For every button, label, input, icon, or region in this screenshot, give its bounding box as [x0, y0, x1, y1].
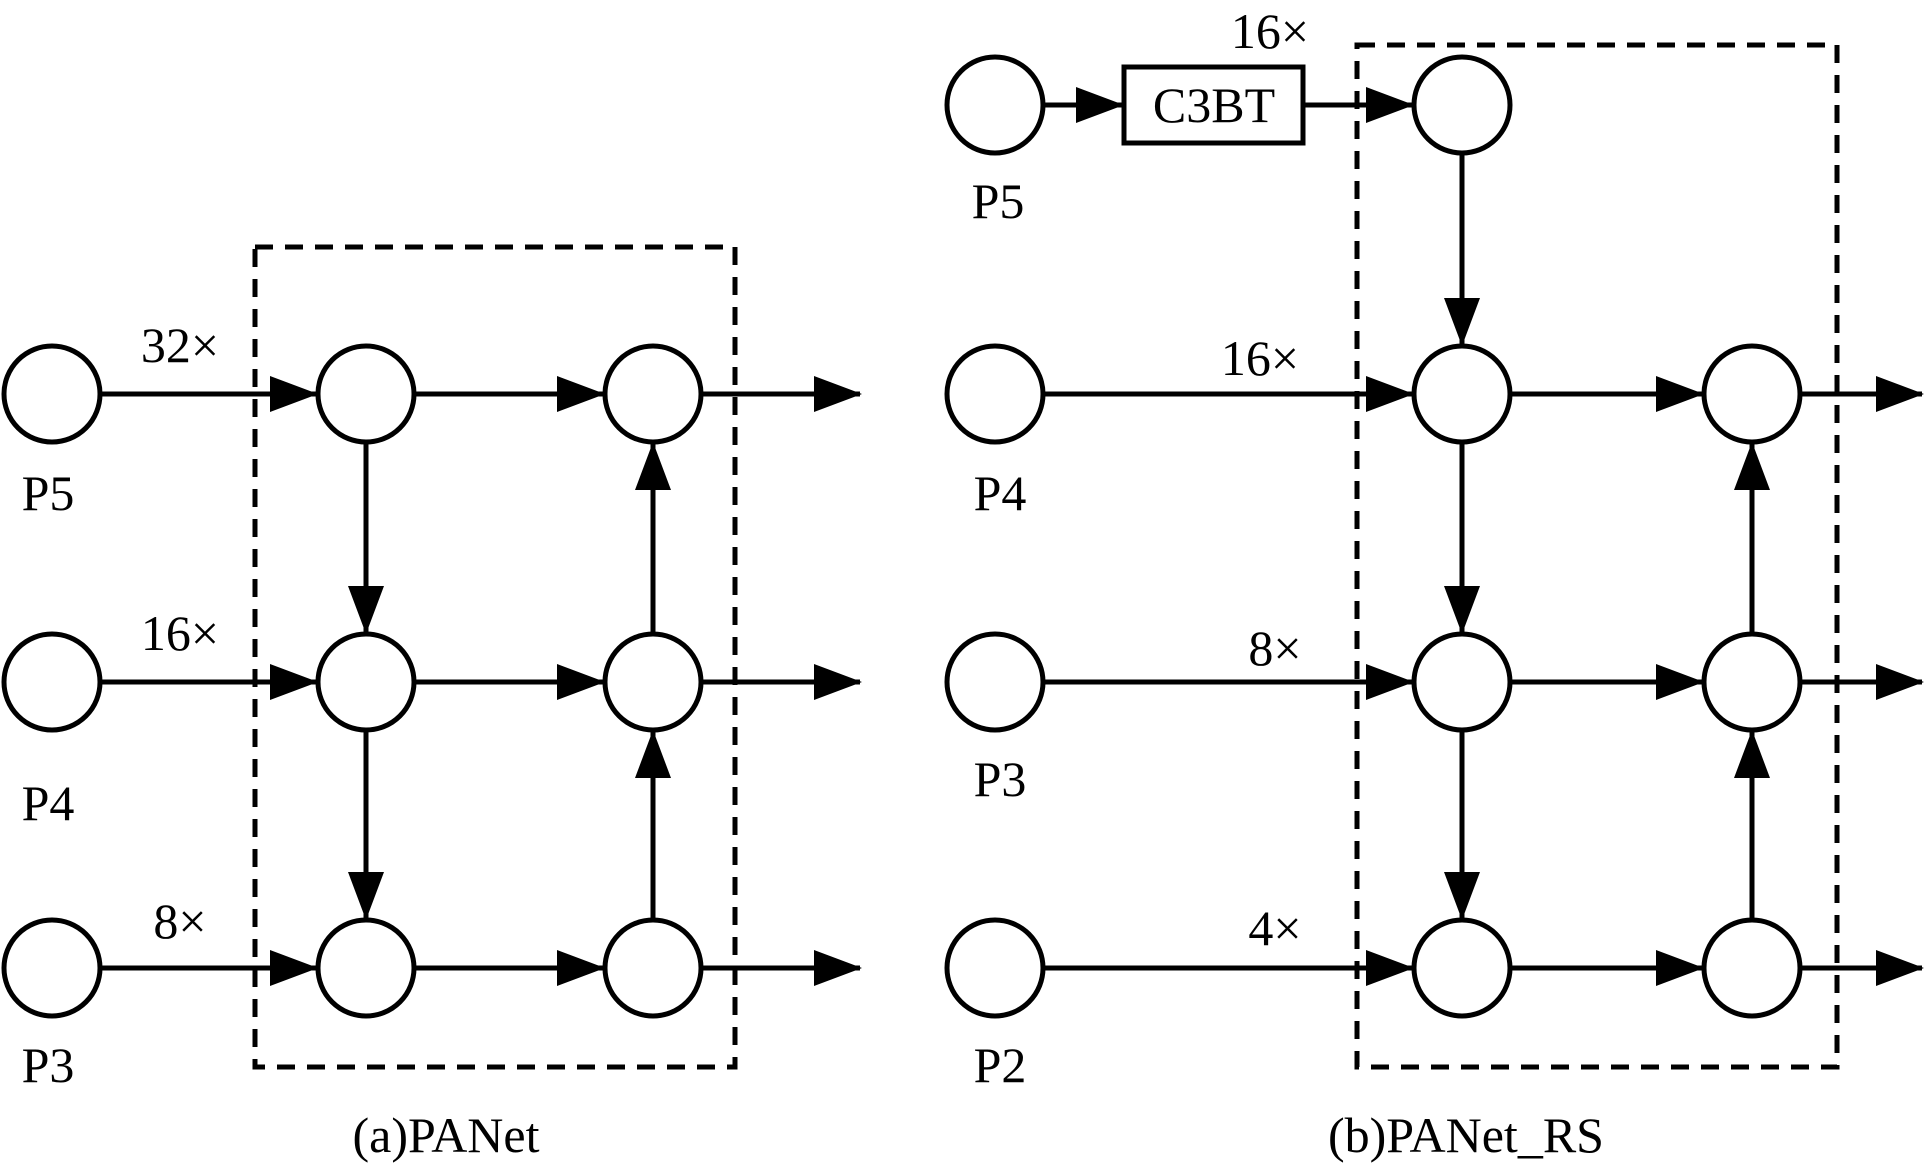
- panel-a-input-label-p4: P4: [22, 775, 75, 831]
- panel-a-bottomup-node-2: [602, 631, 704, 733]
- panel-b-topdown-node-3: [1411, 917, 1513, 1019]
- panel-b-topdown-node-1: [1411, 343, 1513, 445]
- panel-a-scale-label-p5: 32×: [141, 317, 219, 373]
- panel-b-scale-label-p2: 4×: [1248, 900, 1301, 956]
- panel-b-input-label-p4: P4: [974, 465, 1027, 521]
- panel-a-bottomup-node-3: [602, 917, 704, 1019]
- panel-b-bottomup-node-2: [1701, 631, 1803, 733]
- panel-a-input-label-p5: P5: [22, 465, 75, 521]
- panel-b-topdown-node-2: [1411, 631, 1513, 733]
- panel-b-caption: (b)PANet_RS: [1328, 1107, 1604, 1163]
- panel-a-dashed-box: [252, 244, 738, 1070]
- panel-a-topdown-node-1: [315, 343, 417, 445]
- panel-a-input-label-p3: P3: [22, 1037, 75, 1093]
- panel-b-top-scale-label: 16×: [1231, 3, 1309, 59]
- panel-b-input-p5-node: [944, 54, 1046, 156]
- panel-b-labels: 16× C3BT P5 16× 8× 4× P4 P3 P2 (b)PANet_…: [972, 3, 1604, 1163]
- panel-b-c3bt-label: C3BT: [1153, 77, 1275, 133]
- panel-a-labels: 32× 16× 8× P5 P4 P3 (a)PANet: [22, 317, 540, 1163]
- panel-b-input-label-p3: P3: [974, 751, 1027, 807]
- panel-b-input-label-p2: P2: [974, 1037, 1027, 1093]
- panel-a-scale-label-p3: 8×: [153, 893, 206, 949]
- panel-b-dashed-box: [1354, 42, 1840, 1070]
- panel-a-input-p4-node: [1, 631, 103, 733]
- panel-b: [944, 42, 1924, 1070]
- panel-a: [1, 244, 862, 1070]
- panel-b-input-p4-node: [944, 343, 1046, 445]
- panel-a-bottomup-node-1: [602, 343, 704, 445]
- panel-b-top-node: [1411, 54, 1513, 156]
- panel-a-input-p3-node: [1, 917, 103, 1019]
- panel-b-scale-label-p3: 8×: [1248, 620, 1301, 676]
- panel-a-topdown-node-2: [315, 631, 417, 733]
- panel-b-input-p2-node: [944, 917, 1046, 1019]
- panel-b-top-input-label: P5: [972, 173, 1025, 229]
- panel-a-topdown-node-3: [315, 917, 417, 1019]
- panel-b-bottomup-node-1: [1701, 343, 1803, 445]
- panel-b-input-p3-node: [944, 631, 1046, 733]
- panel-a-input-p5-node: [1, 343, 103, 445]
- panel-a-scale-label-p4: 16×: [141, 605, 219, 661]
- panel-b-bottomup-node-3: [1701, 917, 1803, 1019]
- panel-b-scale-label-p4: 16×: [1221, 330, 1299, 386]
- panel-a-caption: (a)PANet: [352, 1107, 539, 1163]
